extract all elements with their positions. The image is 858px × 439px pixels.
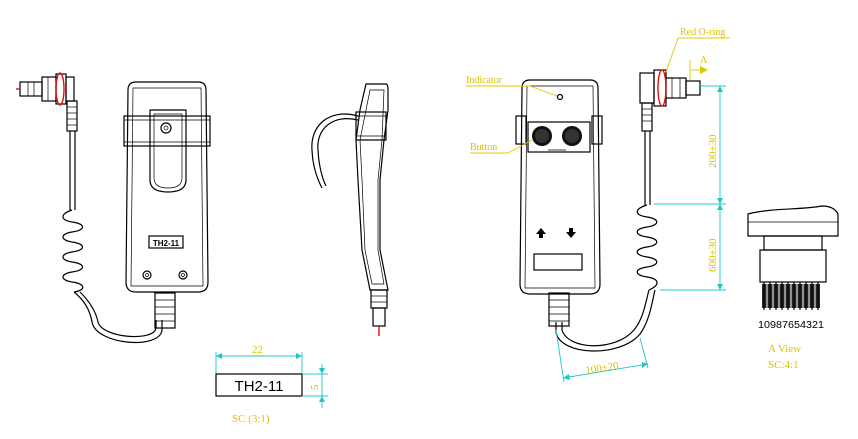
label-plate	[215, 373, 303, 397]
view-a: 10987654321 A View SC:4:1	[747, 205, 839, 371]
svg-text:Indicator: Indicator	[466, 75, 503, 86]
front-handset-body	[125, 81, 209, 293]
svg-text:Button: Button	[470, 142, 497, 153]
view-a-title: A View	[768, 343, 801, 355]
svg-text:200±30: 200±30	[707, 134, 719, 168]
callout-button: Button	[470, 139, 533, 154]
right-view: Red O-ring A Indicator Button 200±30	[466, 27, 730, 383]
button-panel	[527, 121, 591, 153]
dim-upper-length: 200±30	[654, 85, 726, 205]
label-scale: SC (3:1)	[232, 413, 270, 425]
arrow-up-icon	[536, 228, 546, 238]
right-connector	[639, 69, 701, 132]
screw-icon	[142, 270, 152, 280]
dim-tail-length: 100±20	[555, 329, 649, 383]
svg-text:A: A	[700, 55, 708, 66]
callout-indicator: Indicator	[466, 75, 558, 97]
front-connector	[16, 72, 78, 132]
right-coil	[636, 204, 658, 291]
front-view: TH2-11	[16, 72, 211, 344]
label-plate-text: TH2-11	[235, 378, 284, 395]
svg-text:600±30: 600±30	[707, 238, 719, 272]
right-handset-body	[519, 79, 601, 295]
label-width-dim: 22	[252, 344, 263, 356]
screw-icon	[178, 270, 188, 280]
side-handset-body	[355, 83, 389, 291]
front-oring	[55, 72, 65, 106]
label-height-dim: 5	[309, 384, 321, 390]
callout-section-a: A	[689, 55, 708, 80]
front-label-text: TH2-11	[153, 239, 180, 248]
front-label-plate	[148, 235, 184, 249]
display-window	[533, 253, 583, 271]
front-coil	[62, 209, 84, 293]
pin-numbers: 10987654321	[758, 320, 824, 331]
svg-text:Red O-ring: Red O-ring	[680, 27, 725, 38]
arrow-down-icon	[566, 228, 576, 238]
side-view	[311, 83, 389, 336]
callout-red-oring: Red O-ring	[665, 27, 730, 73]
indicator-icon	[556, 93, 564, 101]
right-oring	[657, 69, 667, 107]
connector-pins	[762, 282, 820, 310]
dim-coil-length: 600±30	[660, 204, 726, 291]
label-detail: 22 TH2-11 5 SC (3:1)	[215, 344, 328, 425]
view-a-scale: SC:4:1	[768, 359, 799, 371]
front-belt-clip	[123, 109, 211, 193]
svg-text:100±20: 100±20	[585, 360, 620, 377]
